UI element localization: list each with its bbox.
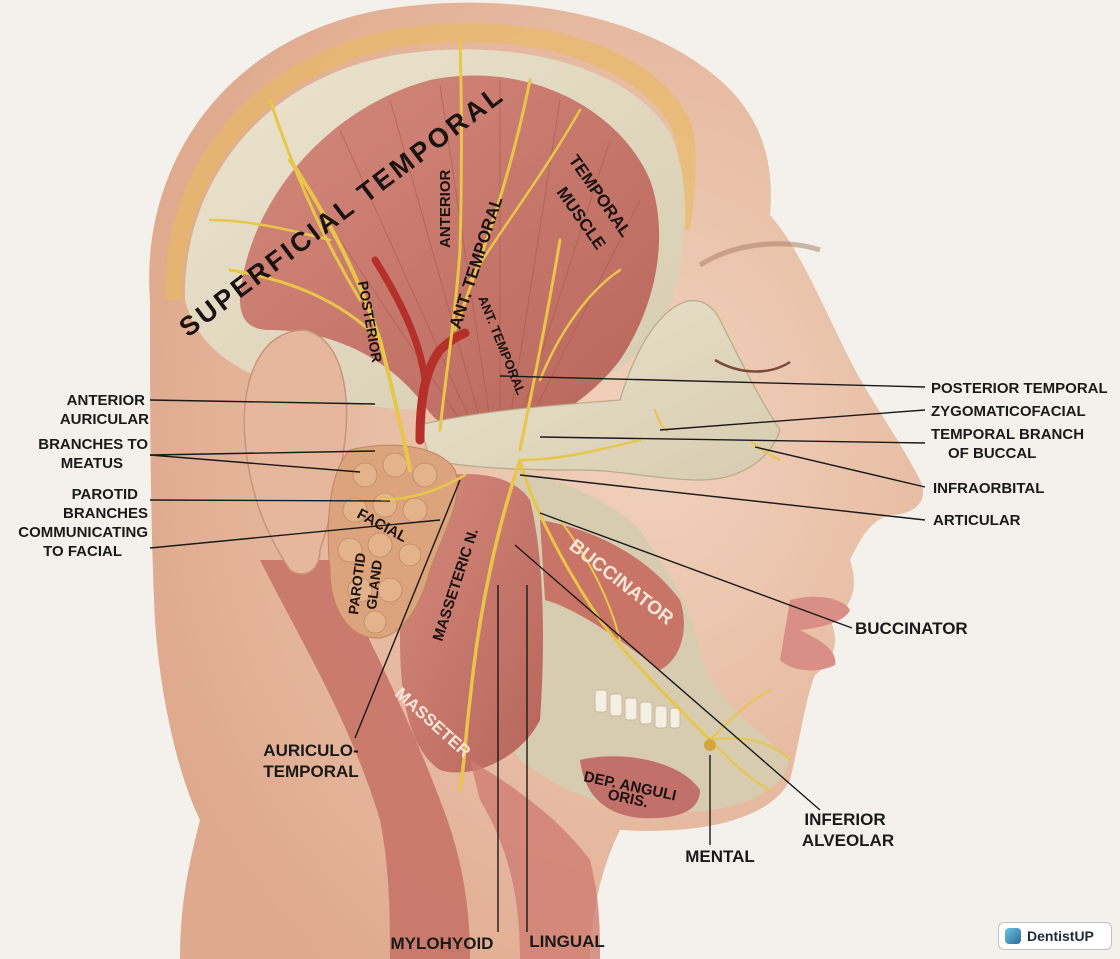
closed-eye [714,358,791,373]
lingual-label: LINGUAL [529,932,605,951]
artery-branch [371,256,429,384]
depressor-anguli-oris [580,756,700,819]
eyebrow [698,241,821,268]
inferior-alveolar-label-line1: INFERIOR [804,810,885,829]
parotid-gland-label-line2: GLAND [363,559,385,610]
mental-label: MENTAL [685,847,755,866]
lips [780,596,850,671]
buccinator-nerve-label: BUCCINATOR [855,619,968,638]
parotid-gland-label-line1: PAROTID [345,552,368,615]
posterior-temporal-label: POSTERIOR TEMPORAL [931,380,1108,397]
anterior-auricular-label-line1: ANTERIOR [67,392,146,409]
temporal-branch-label-line1: TEMPORAL BRANCH [931,426,1084,443]
mental-foramen [704,739,716,751]
branches-to-meatus-label-line1: BRANCHES TO [38,436,148,453]
anterior-auricular-label-line2: AURICULAR [60,411,149,428]
parotid-lobules [337,452,438,634]
buccinator-muscle [540,520,684,670]
auriculo-temporal-label-line2: TEMPORAL [263,762,358,781]
neck-muscles-front [470,760,600,959]
auriculo-temporal-label-line1: AURICULO- [263,741,358,760]
anterior-label: ANTERIOR [437,170,454,249]
superficial-temporal-artery [415,328,470,445]
communicating-label-line1: COMMUNICATING [18,524,148,541]
articular-label: ARTICULAR [933,512,1021,529]
logo-icon [1005,928,1021,944]
temporal-branch-label-line2: OF BUCCAL [948,445,1036,462]
infraorbital-label: INFRAORBITAL [933,480,1044,497]
neck-muscles [260,560,470,959]
zygomatic-bone [419,300,781,481]
parotid-branches-label-line2: BRANCHES [63,505,148,522]
inferior-alveolar-label-line2: ALVEOLAR [802,831,894,850]
branches-to-meatus-label-line2: MEATUS [61,455,123,472]
communicating-label-line2: TO FACIAL [43,543,122,560]
mylohyoid-label: MYLOHYOID [391,934,494,953]
teeth [594,689,681,729]
nerve-network [208,38,791,792]
watermark-text: DentistUP [1027,928,1094,944]
parotid-branches-label-line1: PAROTID [72,486,139,503]
leader-lines [149,375,926,932]
watermark-badge: DentistUP [998,922,1112,950]
zygomaticofacial-label: ZYGOMATICOFACIAL [931,403,1086,420]
